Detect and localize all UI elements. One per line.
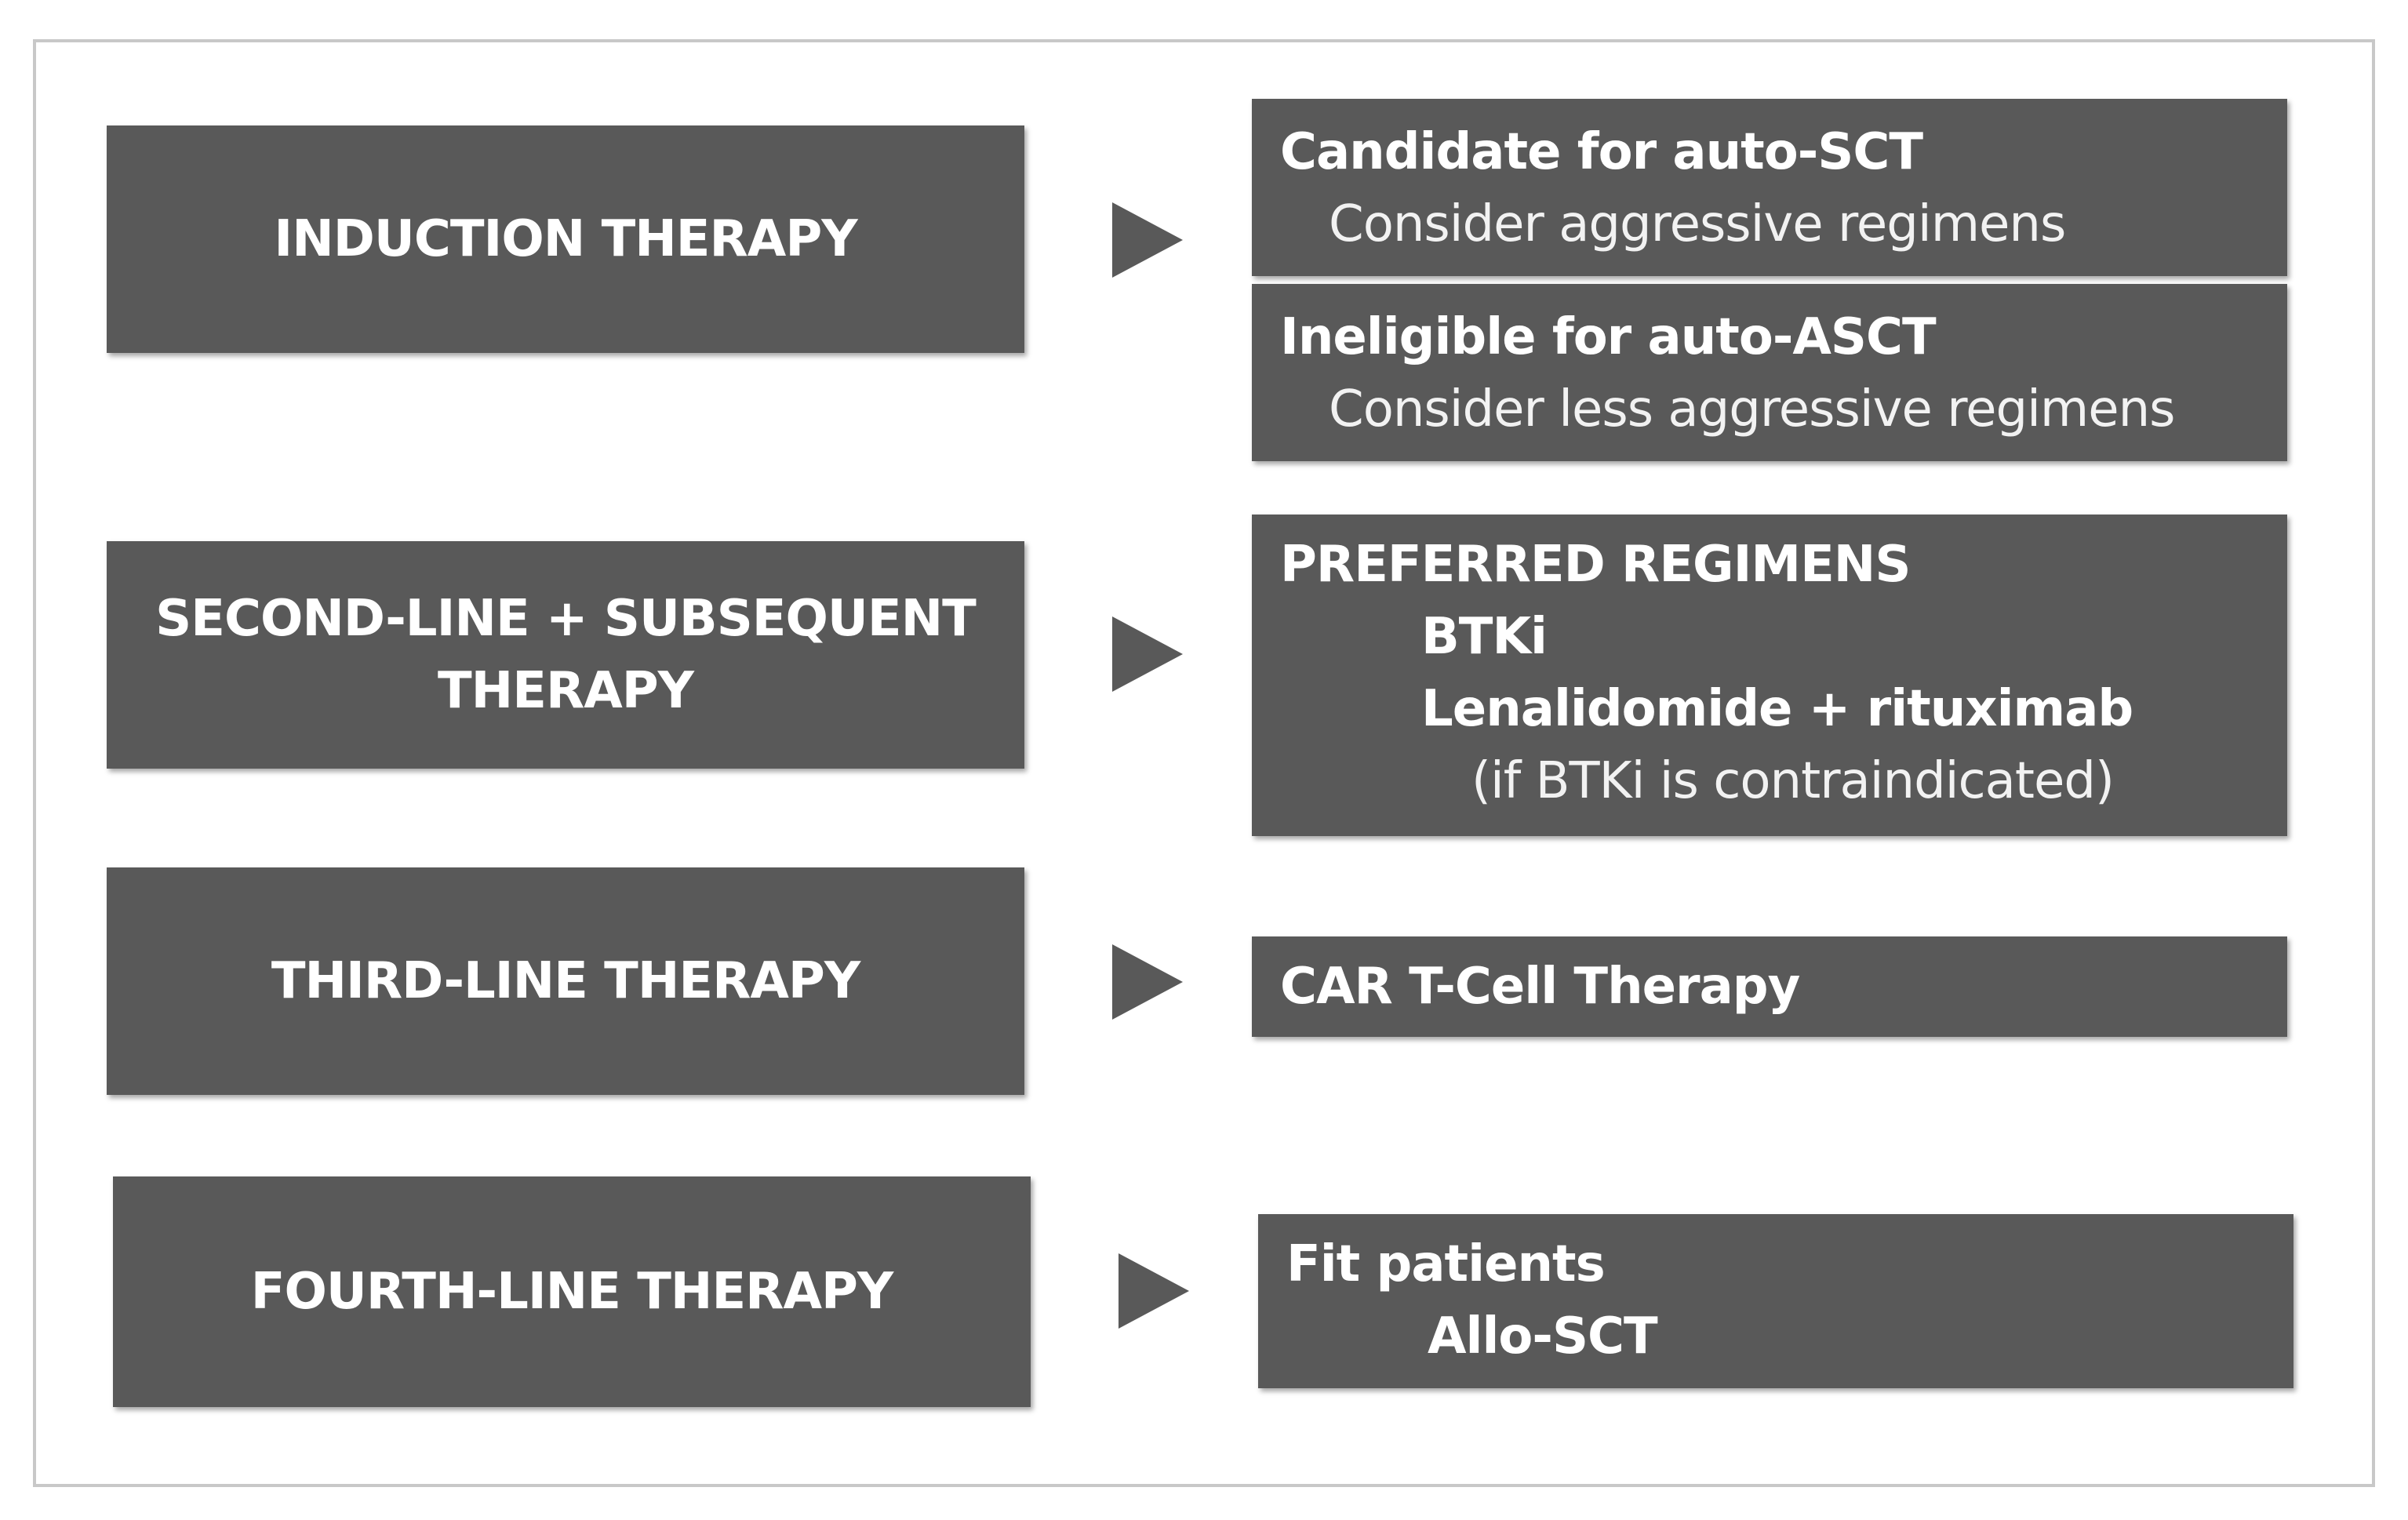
diagram-frame: INDUCTION THERAPY Candidate for auto-SCT… (33, 39, 2375, 1487)
second-line-label-line2: THERAPY (438, 662, 694, 720)
regimen-btki: BTKi (1421, 608, 1548, 666)
third-line-therapy-box: THIRD-LINE THERAPY (107, 867, 1024, 1095)
second-line-label-line1: SECOND-LINE + SUBSEQUENT (155, 590, 977, 648)
induction-therapy-label: INDUCTION THERAPY (274, 210, 857, 268)
auto-sct-candidate-box: Candidate for auto-SCT Consider aggressi… (1252, 99, 2287, 276)
third-line-label: THIRD-LINE THERAPY (271, 952, 860, 1010)
ineligible-title: Ineligible for auto-ASCT (1280, 308, 1937, 366)
regimen-lenalidomide-rituximab: Lenalidomide + rituximab (1421, 680, 2133, 738)
fourth-line-label: FOURTH-LINE THERAPY (250, 1263, 893, 1321)
fit-patients-box: Fit patients Allo-SCT (1258, 1214, 2293, 1388)
fourth-line-therapy-box: FOURTH-LINE THERAPY (113, 1176, 1031, 1407)
second-line-therapy-box: SECOND-LINE + SUBSEQUENT THERAPY (107, 541, 1024, 769)
induction-therapy-box: INDUCTION THERAPY (107, 125, 1024, 353)
candidate-detail: Consider aggressive regimens (1329, 195, 2066, 253)
fit-patients-title: Fit patients (1286, 1235, 1606, 1293)
arrow-right-icon (1112, 616, 1183, 692)
candidate-title: Candidate for auto-SCT (1280, 123, 1923, 181)
regimen-contraindication-note: (if BTKi is contraindicated) (1471, 752, 2115, 810)
preferred-regimens-title: PREFERRED REGIMENS (1280, 536, 1911, 594)
ineligible-detail: Consider less aggressive regimens (1329, 380, 2176, 438)
car-t-cell-title: CAR T-Cell Therapy (1280, 958, 1800, 1016)
arrow-right-icon (1119, 1253, 1189, 1329)
preferred-regimens-box: PREFERRED REGIMENS BTKi Lenalidomide + r… (1252, 515, 2287, 836)
arrow-right-icon (1112, 944, 1183, 1020)
arrow-right-icon (1112, 202, 1183, 278)
allo-sct-item: Allo-SCT (1428, 1307, 1658, 1365)
car-t-cell-box: CAR T-Cell Therapy (1252, 936, 2287, 1037)
auto-asct-ineligible-box: Ineligible for auto-ASCT Consider less a… (1252, 284, 2287, 461)
